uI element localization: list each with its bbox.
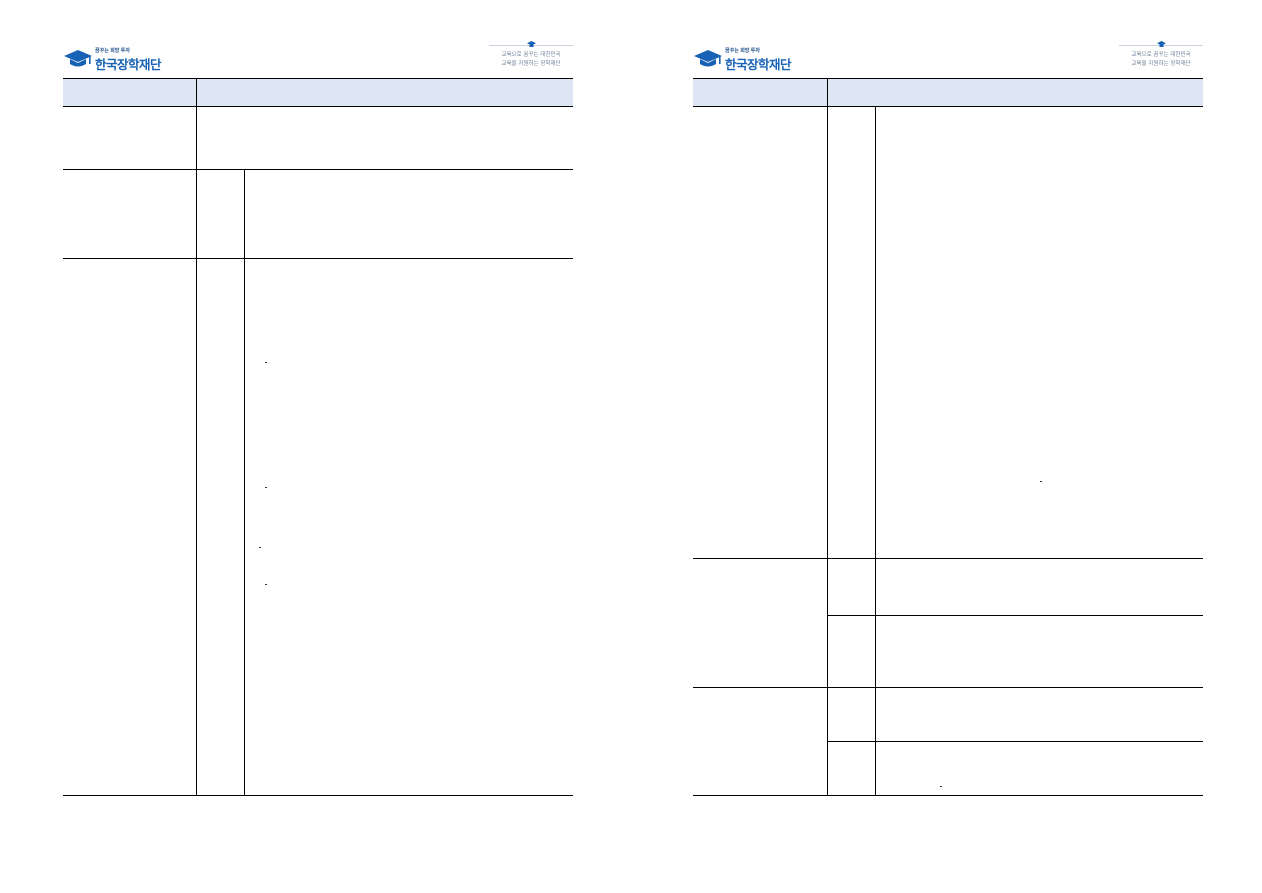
- brand-name: 한국장학재단: [725, 57, 792, 72]
- table-row: [63, 259, 573, 796]
- slogan-line-2: 교육을 지원하는 장학재단: [1131, 61, 1191, 67]
- slogan-line-1: 교육으로 꿈꾸는 대한민국: [1131, 52, 1191, 58]
- mortarboard-icon: [527, 41, 536, 47]
- document-page-left: 꿈꾸는 희망 투자 한국장학재단 교육으로 꿈꾸는 대한민국 교육을 지원하는 …: [63, 0, 573, 893]
- graduation-cap-icon: [64, 50, 92, 67]
- brand-logo: 꿈꾸는 희망 투자 한국장학재단: [63, 46, 173, 72]
- table-header: [63, 78, 573, 107]
- graduation-cap-icon: [694, 50, 722, 67]
- table-row: [63, 107, 573, 170]
- brand-logo: 꿈꾸는 희망 투자 한국장학재단: [693, 46, 803, 72]
- table-header: [693, 78, 1203, 107]
- table-row: [693, 559, 1203, 688]
- table-row: [693, 688, 1203, 796]
- table-row: [693, 107, 1203, 559]
- mortarboard-icon: [1157, 41, 1166, 47]
- slogan-line-2: 교육을 지원하는 장학재단: [501, 61, 561, 67]
- slogan-box: 교육으로 꿈꾸는 대한민국 교육을 지원하는 장학재단: [1119, 41, 1203, 71]
- slogan-box: 교육으로 꿈꾸는 대한민국 교육을 지원하는 장학재단: [489, 41, 573, 71]
- slogan-line-1: 교육으로 꿈꾸는 대한민국: [501, 52, 561, 58]
- brand-name: 한국장학재단: [95, 57, 162, 72]
- document-page-right: 꿈꾸는 희망 투자 한국장학재단 교육으로 꿈꾸는 대한민국 교육을 지원하는 …: [693, 0, 1203, 893]
- brand-small-label: 꿈꾸는 희망 투자: [95, 48, 130, 54]
- brand-small-label: 꿈꾸는 희망 투자: [725, 48, 760, 54]
- table-row: [63, 170, 573, 259]
